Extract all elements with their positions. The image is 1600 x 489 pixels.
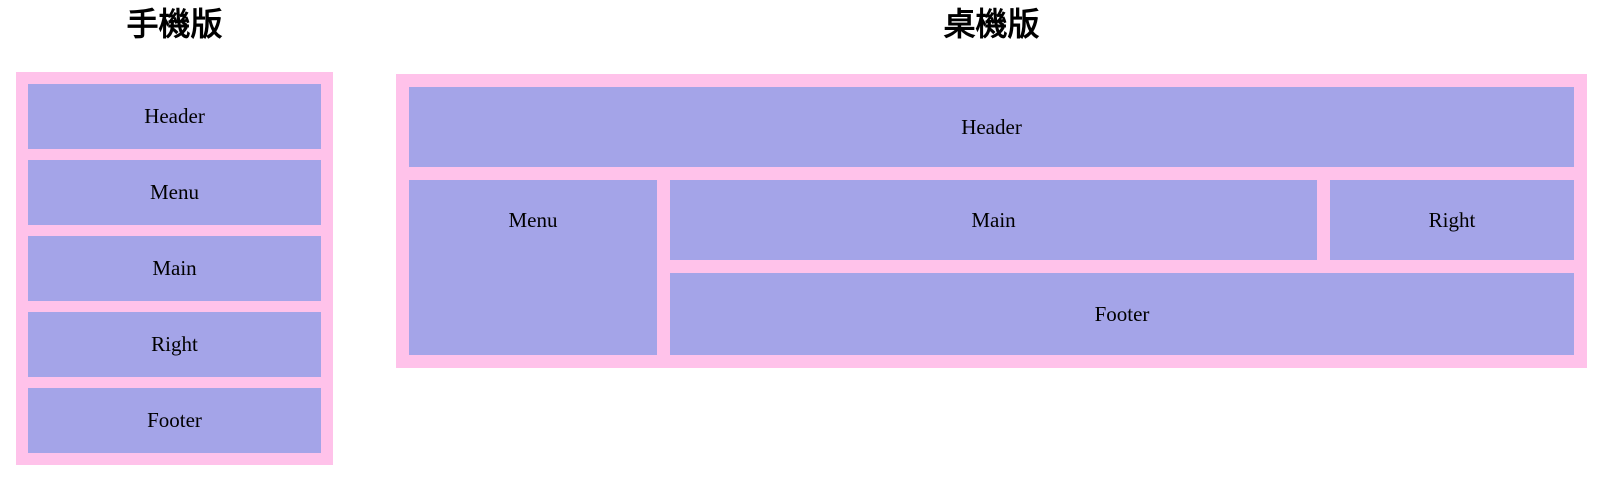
desktop-menu-label: Menu bbox=[508, 207, 558, 232]
mobile-main-box: Main bbox=[28, 236, 321, 301]
mobile-header-box: Header bbox=[28, 84, 321, 149]
desktop-header-box: Header bbox=[409, 87, 1574, 167]
desktop-version-title: 桌機版 bbox=[943, 6, 1040, 42]
desktop-right-box: Right bbox=[1330, 180, 1574, 260]
mobile-right-box: Right bbox=[28, 312, 321, 377]
desktop-layout-container: Header Menu Main Right Footer bbox=[396, 74, 1587, 368]
desktop-menu-box: Menu bbox=[409, 180, 657, 355]
desktop-footer-box: Footer bbox=[670, 273, 1574, 355]
mobile-layout-container: Header Menu Main Right Footer bbox=[16, 72, 333, 465]
mobile-menu-box: Menu bbox=[28, 160, 321, 225]
mobile-version-title: 手機版 bbox=[126, 6, 223, 42]
mobile-footer-box: Footer bbox=[28, 388, 321, 453]
desktop-main-box: Main bbox=[670, 180, 1317, 260]
